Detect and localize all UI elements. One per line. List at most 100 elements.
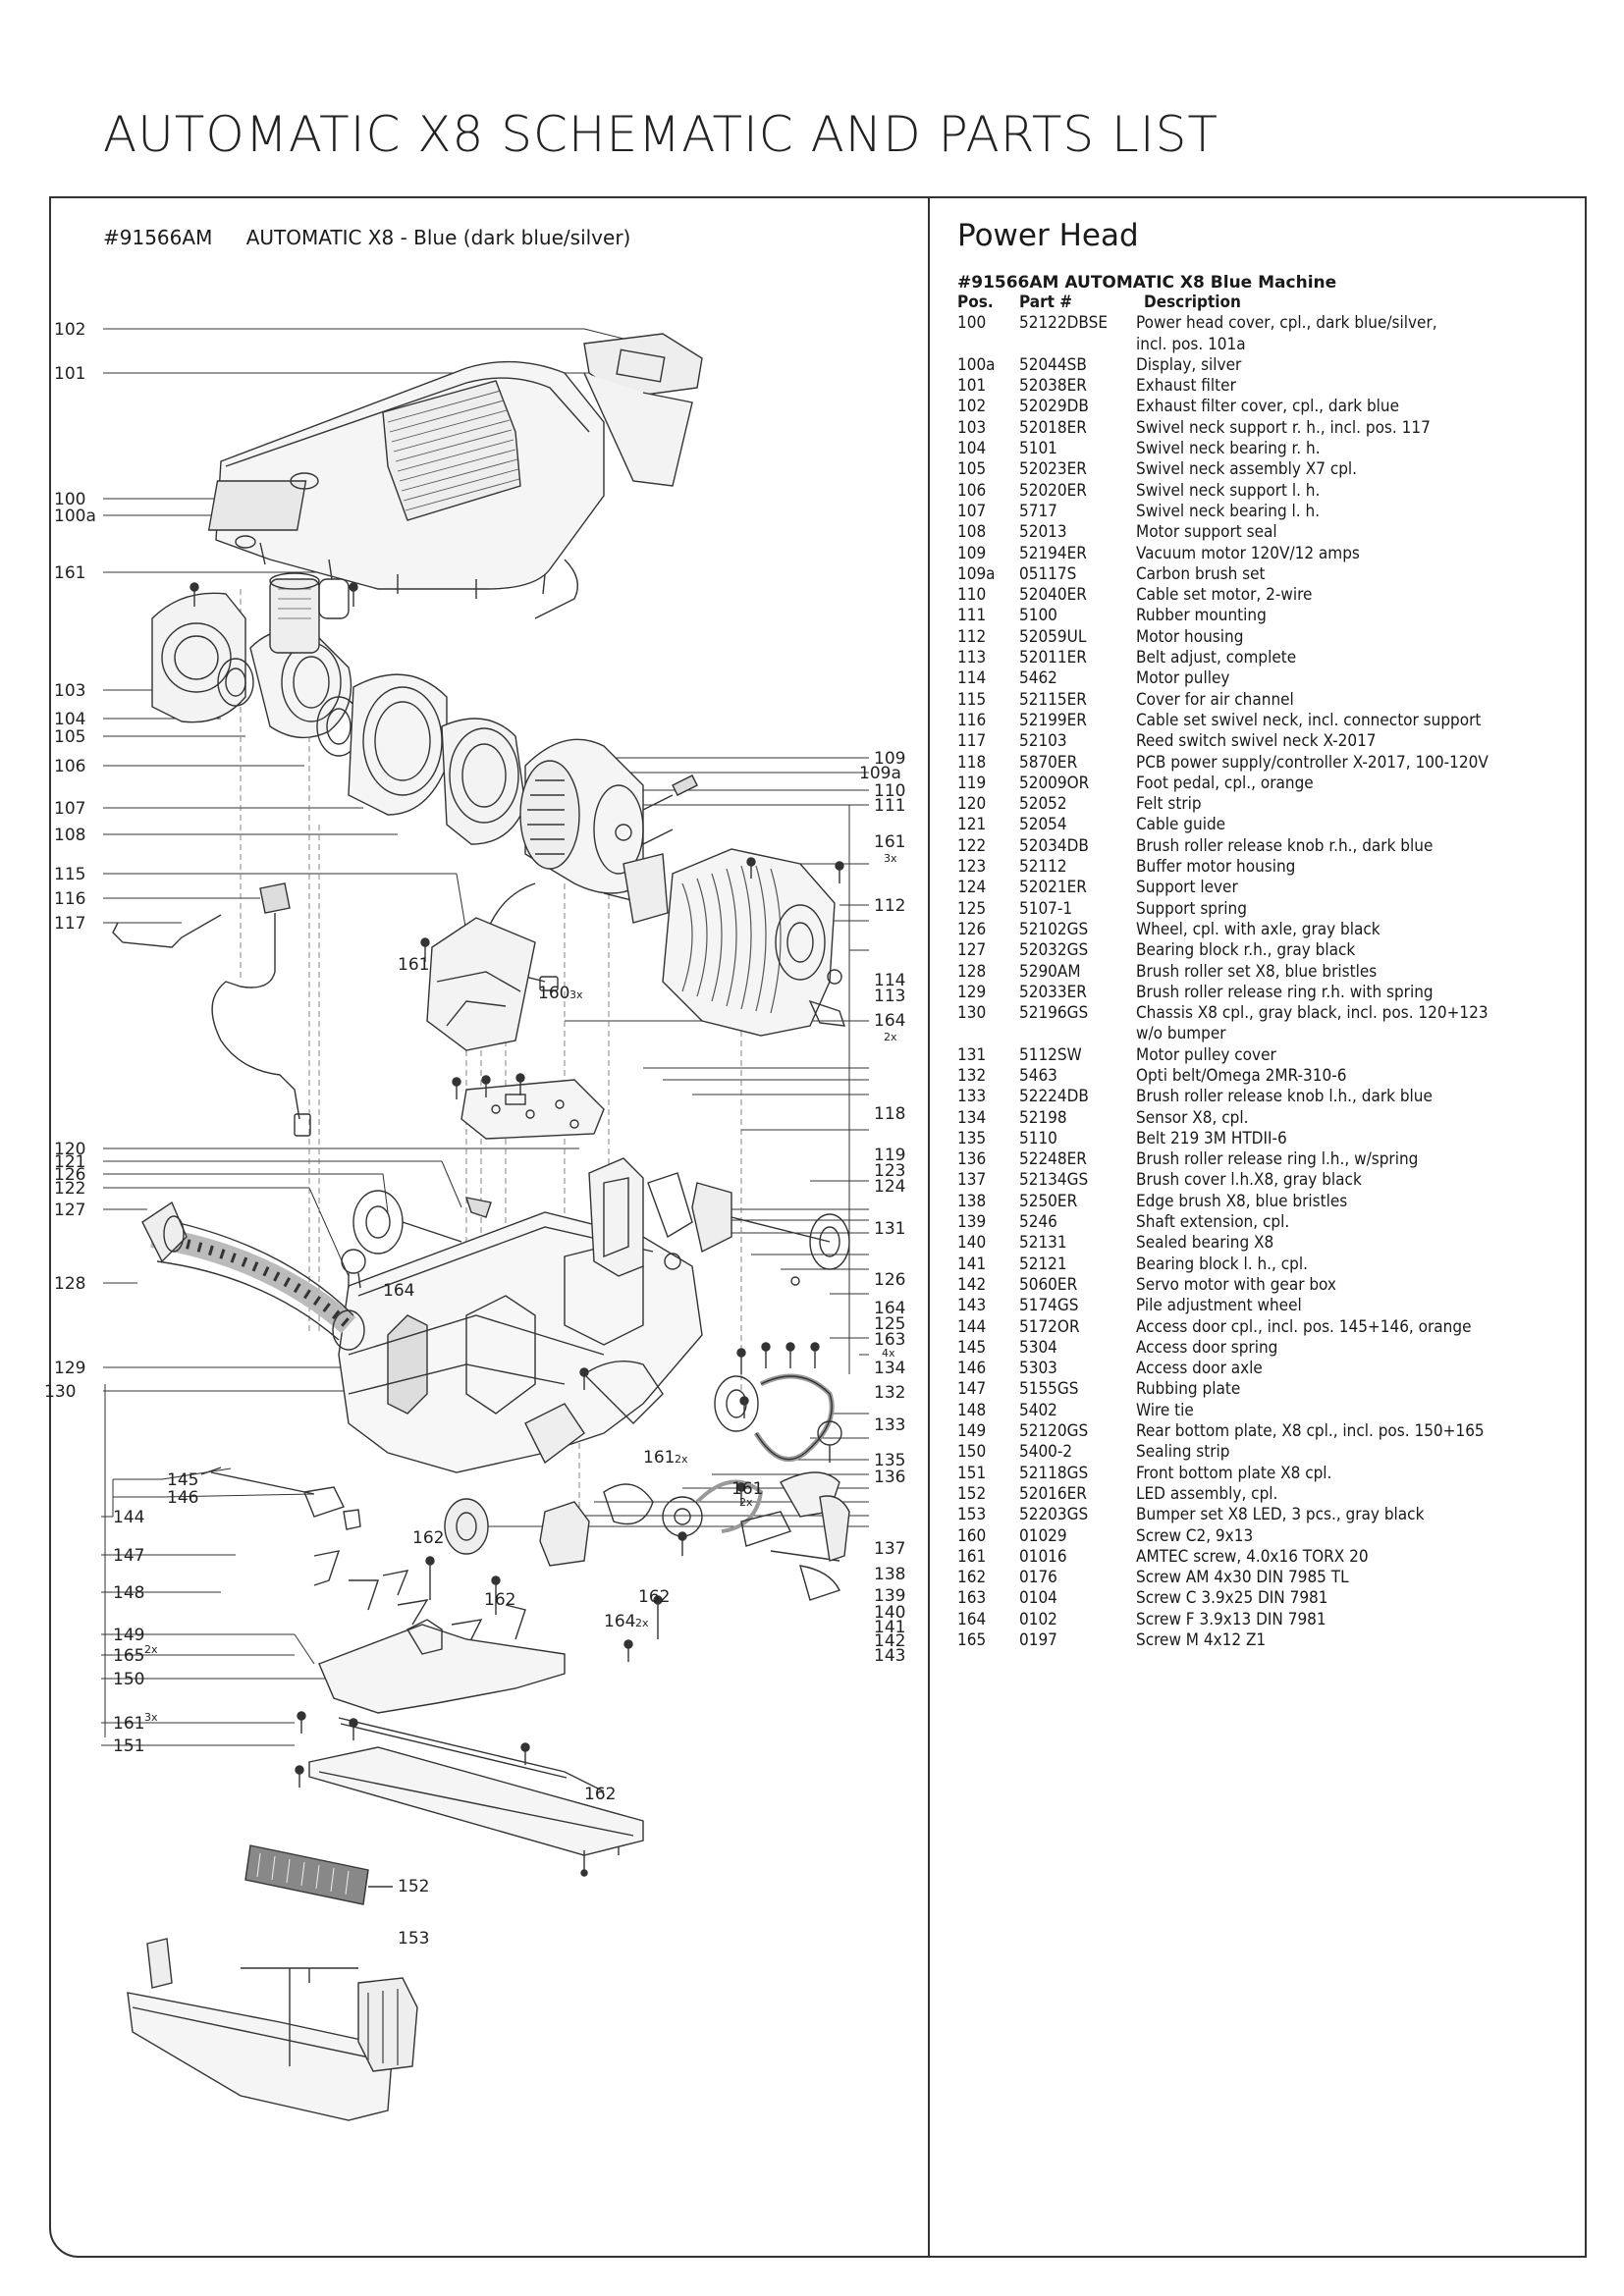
svg-text:139: 139 <box>874 1586 905 1606</box>
svg-text:145: 145 <box>167 1470 198 1490</box>
part-description: PCB power supply/controller X-2017, 100-… <box>1136 752 1489 773</box>
part-number: 52040ER <box>1019 585 1087 606</box>
machine-title: #91566AM AUTOMATIC X8 Blue Machine <box>957 273 1337 293</box>
col-desc: Description <box>1144 293 1241 312</box>
part-number: 5250ER <box>1019 1191 1078 1211</box>
part-description: Access door cpl., incl. pos. 145+146, or… <box>1136 1316 1472 1337</box>
svg-text:164: 164 <box>874 1011 905 1031</box>
svg-text:123: 123 <box>874 1161 905 1181</box>
part-number: 5112SW <box>1019 1044 1082 1065</box>
svg-text:148: 148 <box>113 1583 144 1603</box>
content-frame <box>49 196 1587 2258</box>
part-description: Motor housing <box>1136 626 1244 647</box>
part-pos: 132 <box>957 1065 987 1086</box>
rear-bottom-plate-part <box>318 1619 605 1792</box>
svg-text:119: 119 <box>874 1146 905 1165</box>
part-number: 52122DBSE <box>1019 313 1108 334</box>
brush-roller-part <box>141 1201 365 1351</box>
part-description: Opti belt/Omega 2MR-310-6 <box>1136 1065 1347 1086</box>
svg-text:138: 138 <box>874 1565 905 1584</box>
part-number: 52224DB <box>1019 1087 1089 1107</box>
part-pos: 112 <box>957 626 987 647</box>
part-number: 0176 <box>1019 1568 1057 1588</box>
part-pos: 119 <box>957 773 987 793</box>
exhaust-filter-cover-part <box>583 333 703 487</box>
part-number: 5303 <box>1019 1359 1057 1379</box>
svg-text:3x: 3x <box>884 852 897 865</box>
col-part: Part # <box>1019 293 1073 312</box>
part-description: Rear bottom plate, X8 cpl., incl. pos. 1… <box>1136 1421 1485 1442</box>
panel-divider <box>928 196 930 2258</box>
part-description: Cable set swivel neck, incl. connector s… <box>1136 710 1482 730</box>
empty-cell <box>957 335 1019 355</box>
svg-text:130: 130 <box>44 1382 76 1402</box>
part-pos: 151 <box>957 1463 987 1483</box>
part-pos: 139 <box>957 1212 987 1233</box>
svg-text:109: 109 <box>874 749 905 769</box>
svg-text:2x: 2x <box>884 1031 897 1043</box>
model-line: #91566AM AUTOMATIC X8 - Blue (dark blue/… <box>103 226 630 249</box>
front-bottom-plate-part <box>308 1746 644 1877</box>
svg-text:101: 101 <box>54 364 85 384</box>
part-pos: 138 <box>957 1191 987 1211</box>
part-number: 52033ER <box>1019 982 1087 1002</box>
col-pos: Pos. <box>957 293 994 312</box>
svg-text:160: 160 <box>538 984 569 1003</box>
part-number: 5462 <box>1019 668 1057 689</box>
part-number: 52029DB <box>1019 397 1089 417</box>
part-pos: 164 <box>957 1609 987 1629</box>
part-number: 52102GS <box>1019 919 1089 939</box>
foot-pedal-part <box>588 1157 732 1277</box>
part-pos: 129 <box>957 982 987 1002</box>
svg-text:120: 120 <box>54 1140 85 1159</box>
part-description: Sensor X8, cpl. <box>1136 1107 1249 1128</box>
svg-text:161: 161 <box>113 1714 144 1734</box>
parts-heading: Power Head <box>957 218 1139 253</box>
part-description: Brush roller release ring r.h. with spri… <box>1136 982 1434 1002</box>
part-pos: 146 <box>957 1359 987 1379</box>
part-number: 52059UL <box>1019 626 1087 647</box>
part-number: 5870ER <box>1019 752 1078 773</box>
svg-text:137: 137 <box>874 1539 905 1559</box>
part-pos: 131 <box>957 1044 987 1065</box>
part-pos: 118 <box>957 752 987 773</box>
part-description: Display, silver <box>1136 354 1242 375</box>
part-description: Motor pulley cover <box>1136 1044 1276 1065</box>
part-pos: 161 <box>957 1546 987 1567</box>
part-description: Motor pulley <box>1136 668 1230 689</box>
part-description: Swivel neck bearing l. h. <box>1136 501 1321 521</box>
part-pos: 107 <box>957 501 987 521</box>
part-description: Support lever <box>1136 878 1238 898</box>
part-pos: 121 <box>957 815 987 835</box>
part-pos: 117 <box>957 731 987 752</box>
svg-text:149: 149 <box>113 1626 144 1645</box>
part-number: 52032GS <box>1019 940 1089 961</box>
part-description: Support spring <box>1136 898 1247 919</box>
empty-cell <box>957 1024 1019 1044</box>
air-channel-cover-part <box>426 917 536 1051</box>
part-pos: 140 <box>957 1233 987 1254</box>
svg-text:3x: 3x <box>144 1711 158 1724</box>
part-number: 5246 <box>1019 1212 1057 1233</box>
svg-text:2x: 2x <box>144 1643 158 1656</box>
part-description: Cable set motor, 2-wire <box>1136 585 1313 606</box>
part-number: 52115ER <box>1019 689 1087 710</box>
svg-text:164: 164 <box>383 1281 414 1301</box>
vacuum-motor-part <box>489 738 698 991</box>
part-pos: 145 <box>957 1337 987 1358</box>
part-number: 5110 <box>1019 1128 1057 1148</box>
